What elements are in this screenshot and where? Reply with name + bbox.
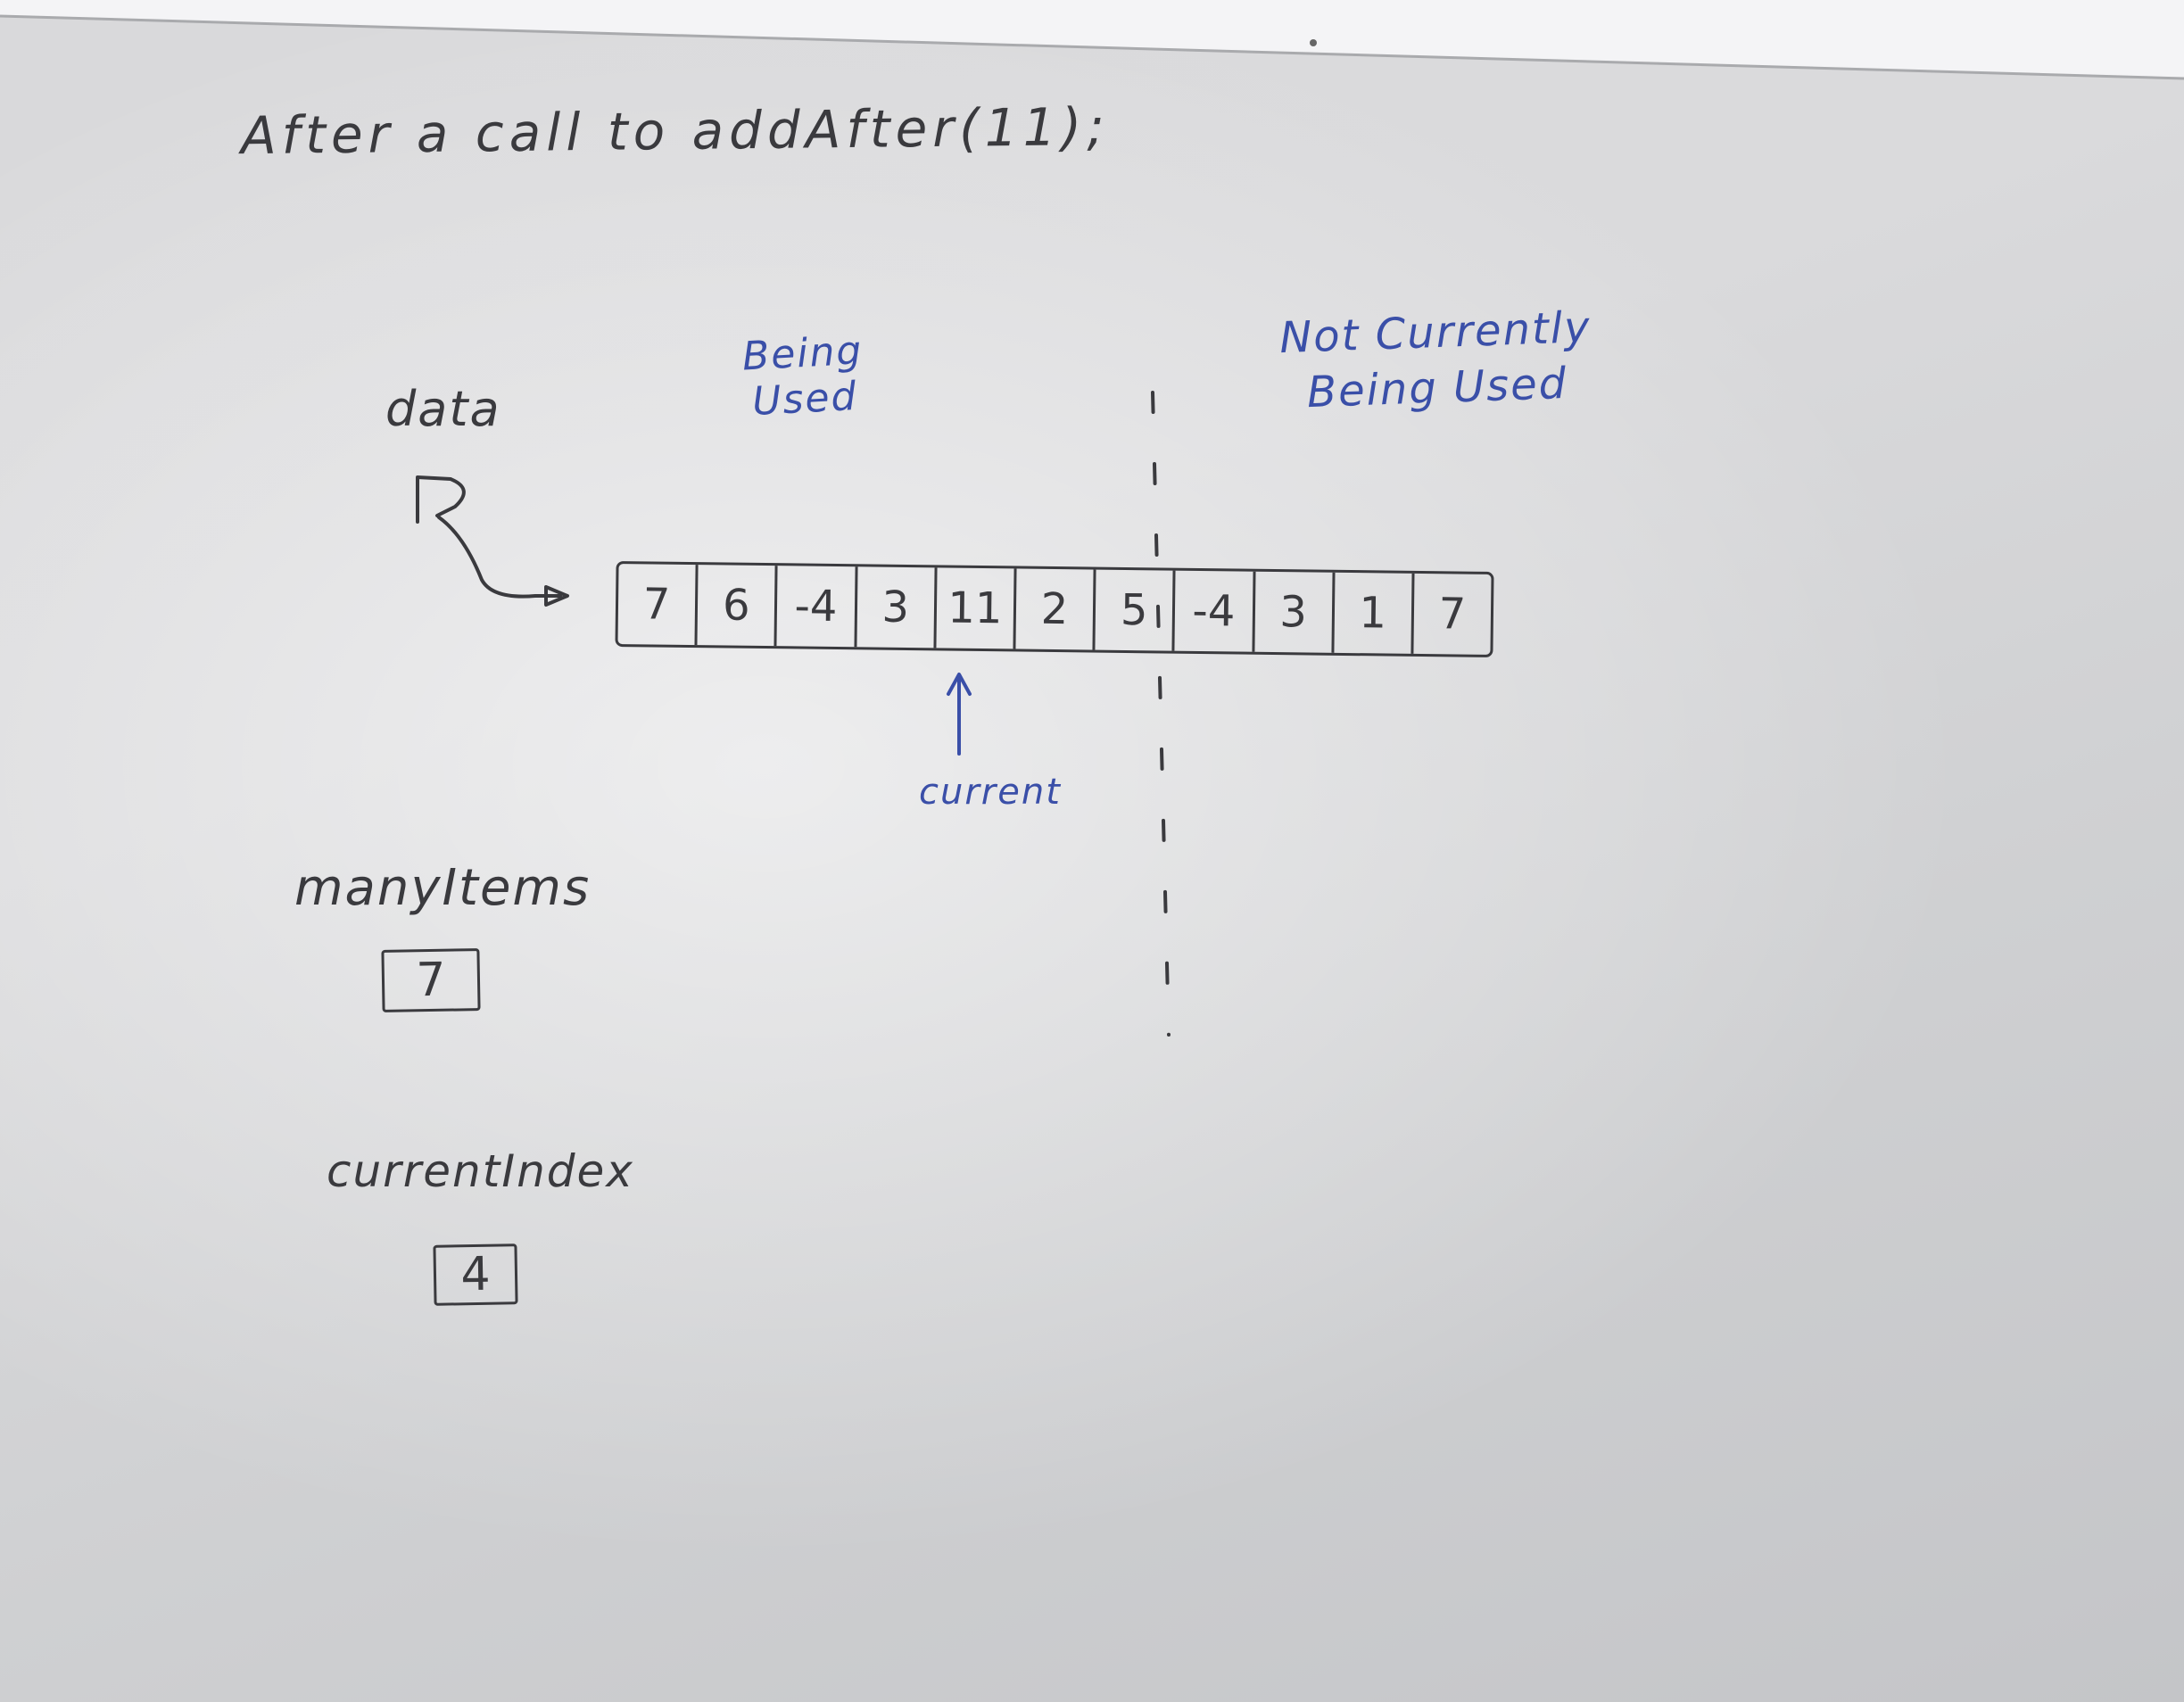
- current-label: current: [919, 772, 1062, 813]
- data-pointer-arrow: [437, 516, 562, 599]
- whiteboard-top-edge: [0, 0, 2184, 80]
- data-pointer-box: [416, 475, 466, 524]
- current-index-label: currentIndex: [327, 1145, 634, 1197]
- current-pointer-arrowhead: [947, 673, 972, 696]
- used-unused-divider: [1151, 391, 1171, 1037]
- data-pointer-arrowhead: [544, 585, 569, 607]
- many-items-label: manyItems: [294, 859, 592, 917]
- data-label: data: [385, 381, 501, 437]
